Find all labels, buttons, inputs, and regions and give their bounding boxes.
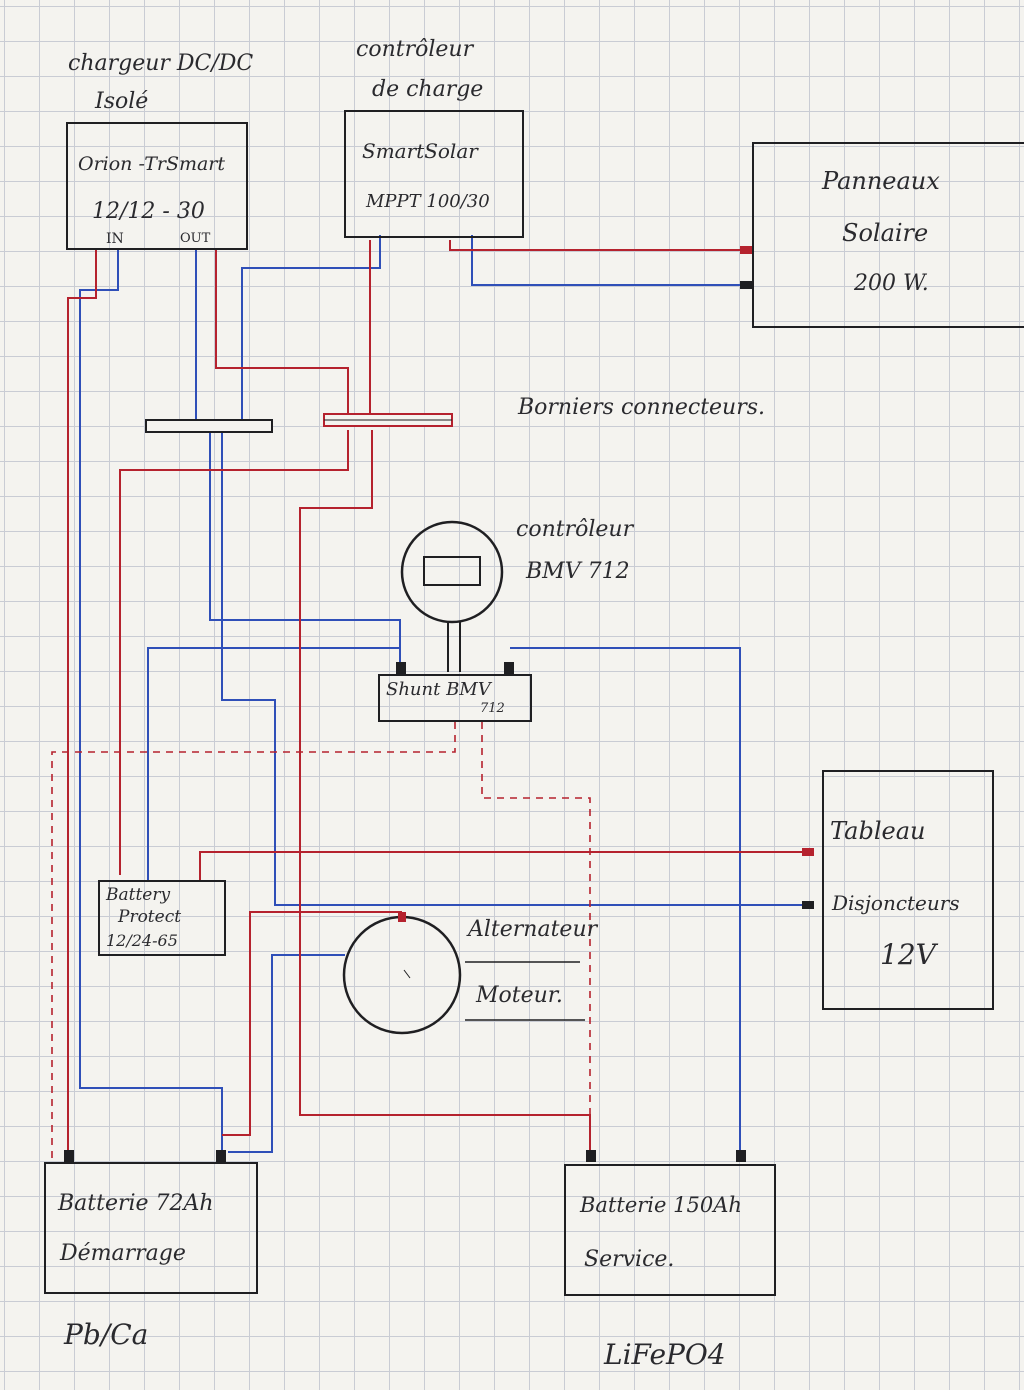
wire-dcdc-in-neg: [79, 250, 223, 1155]
battery-protect-line2: Protect: [118, 907, 182, 927]
wire-mppt-neg-to-busbar: [241, 235, 381, 420]
dcdc-header-line1: chargeur DC/DC: [68, 51, 254, 76]
shunt-line2: 712: [480, 701, 505, 716]
mppt-header-line1: contrôleur: [356, 37, 474, 62]
wire-dcdc-out-pos: [215, 250, 349, 420]
dcdc-model: Orion -TrSmart: [78, 153, 226, 175]
breaker-panel-line1: Tableau: [830, 817, 926, 845]
solar-panel-line3: 200 W.: [854, 271, 929, 296]
dcdc-charger-box: Orion -TrSmart 12/12 - 30 IN OUT: [66, 122, 248, 250]
negative-wires: [79, 235, 808, 1155]
wire-busbar-pos-to-bp: [119, 430, 349, 875]
alternator-icon: [342, 915, 462, 1035]
starter-battery-line2: Démarrage: [60, 1241, 186, 1266]
service-battery-line2: Service.: [584, 1247, 675, 1272]
dcdc-header-line2: Isolé: [95, 89, 149, 114]
alternator-label-line1: Alternateur: [468, 917, 598, 942]
wire-bp-to-panel-pos: [199, 851, 808, 880]
bmv-label-line2: BMV 712: [526, 559, 630, 584]
dcdc-out-label: OUT: [180, 231, 211, 246]
alternator-label-line2: Moteur.: [476, 983, 563, 1008]
starter-battery-chemistry: Pb/Ca: [64, 1318, 149, 1351]
battery-protect-box: Battery Protect 12/24-65: [98, 880, 226, 956]
battery-protect-line3: 12/24-65: [106, 931, 178, 950]
wire-busbar-neg-down: [221, 432, 808, 906]
wire-shunt-to-service-neg: [510, 647, 741, 1155]
mppt-box: SmartSolar MPPT 100/30: [344, 110, 524, 238]
starter-battery-line1: Batterie 72Ah: [58, 1191, 214, 1216]
service-battery-chemistry: LiFePO4: [604, 1338, 726, 1371]
service-battery-line1: Batterie 150Ah: [580, 1193, 742, 1217]
busbars-label: Borniers connecteurs.: [518, 395, 766, 420]
mppt-model: SmartSolar: [362, 139, 478, 163]
mppt-rating: MPPT 100/30: [366, 191, 490, 212]
shunt-box: Shunt BMV 712: [378, 674, 532, 722]
negative-busbar: [145, 419, 273, 433]
solar-panel-line1: Panneaux: [822, 167, 940, 195]
wire-alternator-to-starter-pos: [222, 911, 402, 1136]
battery-protect-line1: Battery: [106, 885, 171, 905]
breaker-panel-line3: 12V: [880, 938, 936, 971]
mppt-header-line2: de charge: [372, 77, 484, 102]
breaker-panel-line2: Disjoncteurs: [832, 891, 960, 915]
dcdc-in-label: IN: [106, 231, 124, 247]
wire-dcdc-in-pos: [67, 250, 97, 1155]
shunt-line1: Shunt BMV: [386, 679, 491, 700]
dcdc-rating: 12/12 - 30: [92, 199, 205, 224]
service-battery-box: Batterie 150Ah Service.: [564, 1164, 776, 1296]
bmv-gauge-icon: [400, 520, 504, 624]
terminal-posts: [64, 246, 814, 1162]
wire-shunt-to-bp-neg: [147, 647, 400, 880]
wire-busbar-to-shunt-neg: [209, 420, 401, 665]
solar-panel-box: Panneaux Solaire 200 W.: [752, 142, 1024, 328]
wire-panel-to-mppt-neg: [471, 235, 752, 286]
wire-panel-to-mppt-pos: [449, 240, 752, 251]
solar-panel-line2: Solaire: [842, 219, 929, 247]
starter-battery-box: Batterie 72Ah Démarrage: [44, 1162, 258, 1294]
bmv-label-line1: contrôleur: [516, 517, 634, 542]
wire-alternator-neg: [228, 954, 345, 1153]
dashed-sense-wires: [51, 722, 591, 1158]
breaker-panel-box: Tableau Disjoncteurs 12V: [822, 770, 994, 1010]
